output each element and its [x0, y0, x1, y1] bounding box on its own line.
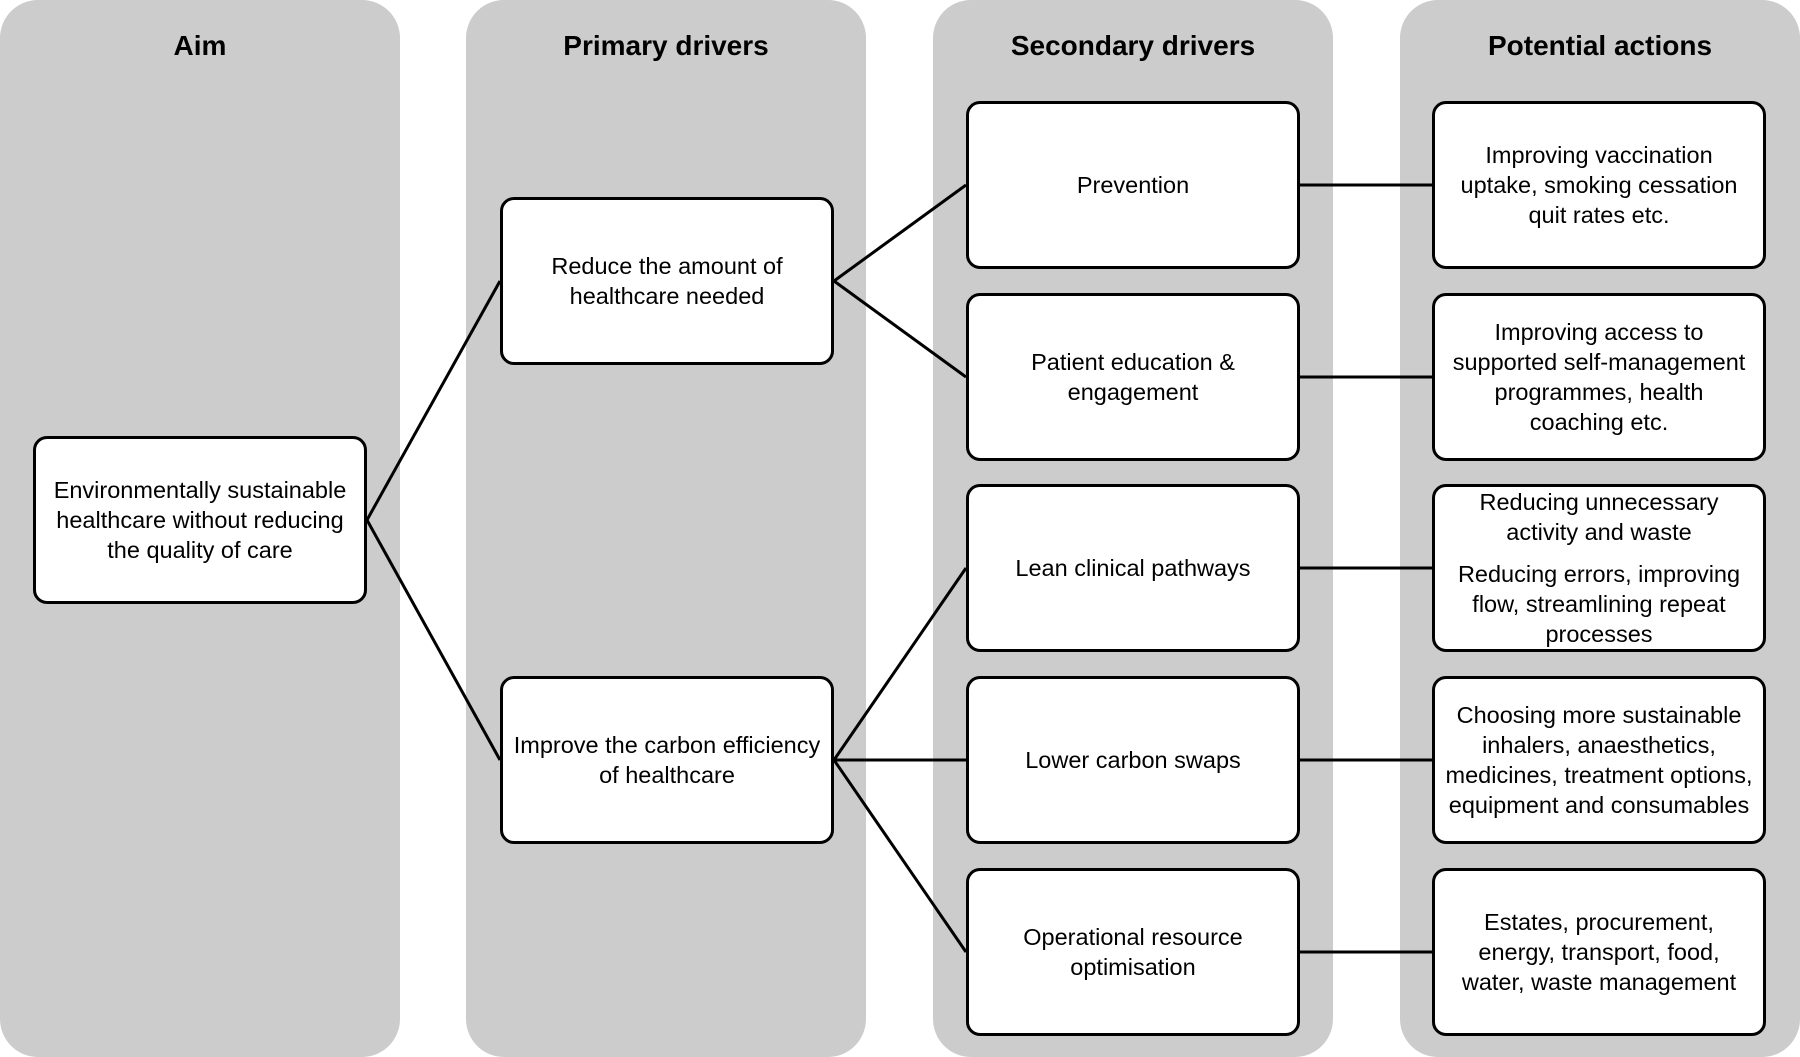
action-text: Improving access to supported self-manag…	[1452, 319, 1746, 435]
aim-text: Environmentally sustainable healthcare w…	[53, 477, 347, 563]
action-text: Reducing errors, improving flow, streaml…	[1457, 561, 1741, 647]
column-title-primary-drivers: Primary drivers	[563, 30, 769, 61]
action-text-stack: Reducing unnecessary activity and waste …	[1445, 487, 1753, 649]
primary-driver-carbon-efficiency: Improve the carbon efficiency of healthc…	[500, 676, 834, 844]
secondary-driver-text: Lean clinical pathways	[1015, 555, 1251, 581]
secondary-driver-text: Operational resource optimisation	[1023, 924, 1243, 980]
secondary-driver-patient-education: Patient education & engagement	[966, 293, 1300, 461]
primary-drivers-column: Primary drivers	[466, 0, 866, 1057]
action-text: Choosing more sustainable inhalers, anae…	[1445, 702, 1753, 818]
action-text: Estates, procurement, energy, transport,…	[1461, 909, 1737, 995]
action-reducing-waste-errors: Reducing unnecessary activity and waste …	[1432, 484, 1766, 652]
secondary-driver-text: Patient education & engagement	[1031, 349, 1235, 405]
secondary-driver-text: Lower carbon swaps	[1025, 747, 1241, 773]
action-estates-procurement: Estates, procurement, energy, transport,…	[1432, 868, 1766, 1036]
column-title-aim: Aim	[173, 30, 227, 61]
secondary-driver-lean-pathways: Lean clinical pathways	[966, 484, 1300, 652]
secondary-driver-prevention: Prevention	[966, 101, 1300, 269]
secondary-driver-text: Prevention	[1076, 172, 1190, 198]
column-title-potential-actions: Potential actions	[1487, 30, 1713, 61]
action-sustainable-choices: Choosing more sustainable inhalers, anae…	[1432, 676, 1766, 844]
primary-driver-reduce-healthcare: Reduce the amount of healthcare needed	[500, 197, 834, 365]
aim-box: Environmentally sustainable healthcare w…	[33, 436, 367, 604]
primary-driver-text: Reduce the amount of healthcare needed	[551, 253, 783, 309]
primary-driver-text: Improve the carbon efficiency of healthc…	[513, 732, 821, 788]
action-self-management: Improving access to supported self-manag…	[1432, 293, 1766, 461]
secondary-driver-lower-carbon-swaps: Lower carbon swaps	[966, 676, 1300, 844]
action-vaccination-smoking: Improving vaccination uptake, smoking ce…	[1432, 101, 1766, 269]
action-text: Improving vaccination uptake, smoking ce…	[1460, 142, 1738, 228]
column-title-secondary-drivers: Secondary drivers	[1010, 30, 1256, 61]
secondary-driver-operational-resources: Operational resource optimisation	[966, 868, 1300, 1036]
action-text: Reducing unnecessary activity and waste	[1479, 489, 1719, 545]
